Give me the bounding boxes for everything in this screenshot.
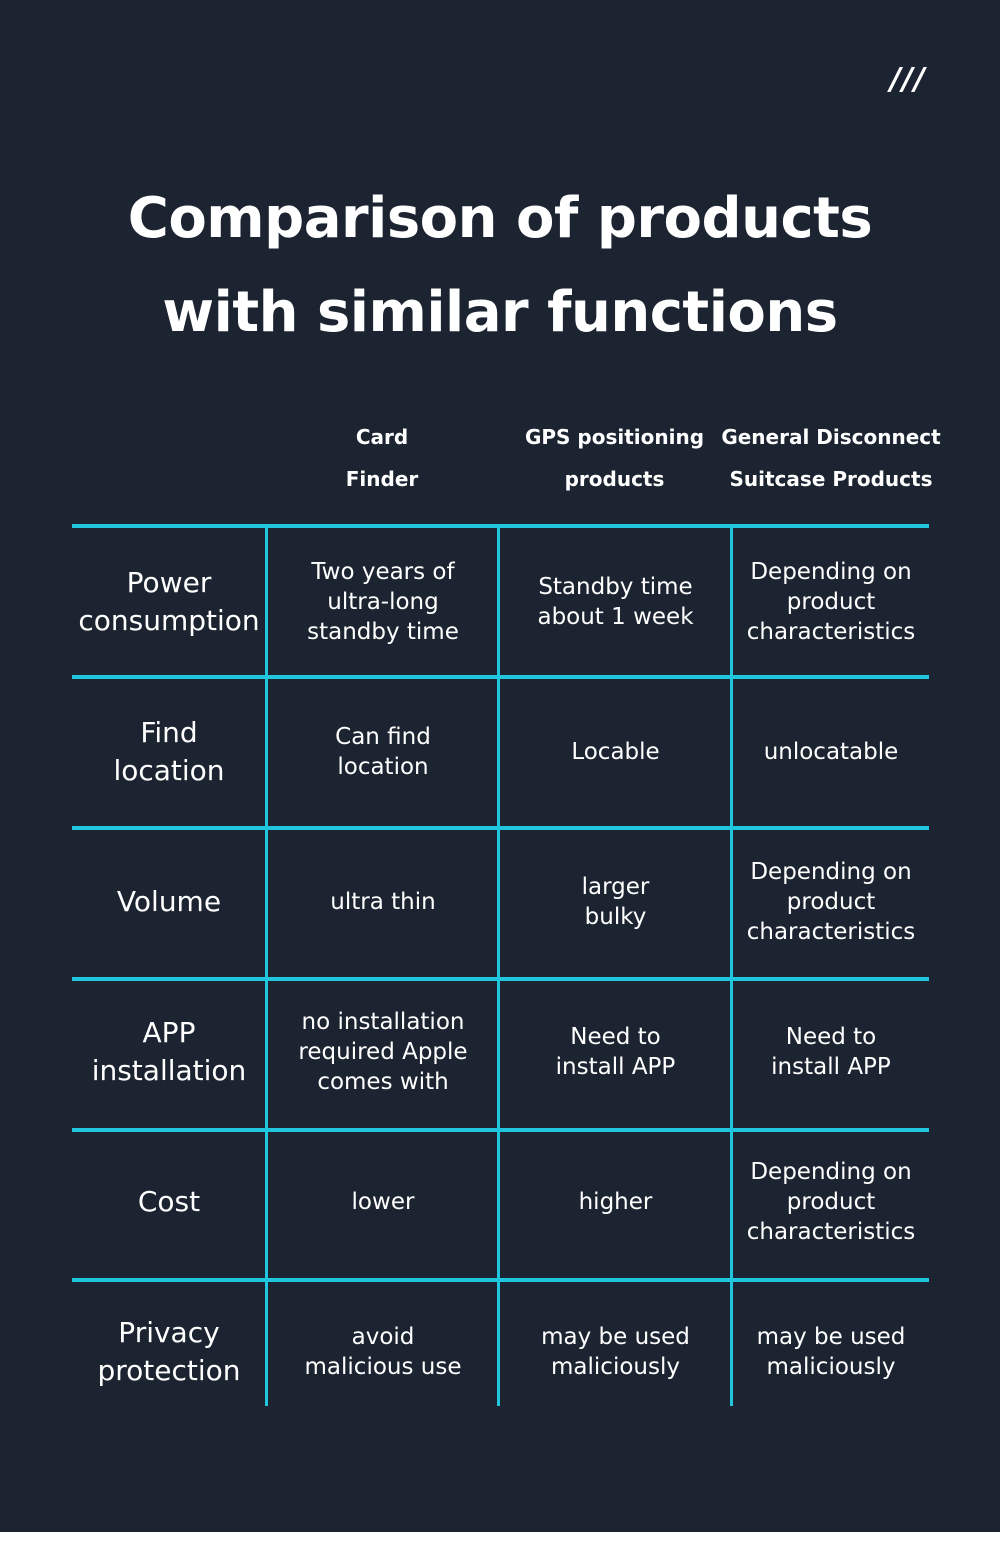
cell-text-line: no installation xyxy=(301,1009,465,1035)
table-cell: no installation required Apple comes with xyxy=(268,978,498,1126)
column-divider xyxy=(497,525,500,1406)
column-header-gps: GPS positioning products xyxy=(498,416,731,500)
cell-text-line: required Apple xyxy=(298,1039,468,1065)
column-header-suitcase: General Disconnect Suitcase Products xyxy=(708,416,954,500)
cell-text-line: characteristics xyxy=(746,919,916,945)
title-line-2: with similar functions xyxy=(162,280,838,345)
column-divider xyxy=(265,525,268,1406)
cell-text-line: Depending on xyxy=(750,559,912,585)
cell-text-line: unlocatable xyxy=(763,739,899,765)
row-divider xyxy=(72,1278,929,1282)
cell-text-line: ultra thin xyxy=(330,889,436,915)
cell-text-line: higher xyxy=(578,1189,653,1215)
column-header-line: products xyxy=(564,467,665,491)
table-cell: Two years of ultra-long standby time xyxy=(268,528,498,676)
table-cell: larger bulky xyxy=(500,828,731,976)
cell-text-line: larger xyxy=(581,874,650,900)
cell-text-line: avoid xyxy=(351,1324,415,1350)
cell-text-line: maliciously xyxy=(766,1354,896,1380)
cell-text-line: may be used xyxy=(756,1324,906,1350)
cell-text-line: Depending on xyxy=(750,1159,912,1185)
cell-text-line: characteristics xyxy=(746,619,916,645)
cell-text-line: Find xyxy=(140,716,198,749)
cell-text-line: install APP xyxy=(555,1054,676,1080)
table-cell: may be used maliciously xyxy=(500,1278,731,1426)
cell-text-line: product xyxy=(786,1189,876,1215)
cell-text-line: standby time xyxy=(307,619,459,645)
column-divider xyxy=(730,525,733,1406)
cell-text-line: comes with xyxy=(317,1069,449,1095)
table-cell: Need to install APP xyxy=(733,978,929,1126)
cell-text-line: may be used xyxy=(541,1324,690,1350)
cell-text-line: bulky xyxy=(584,904,647,930)
row-divider xyxy=(72,977,929,981)
table-cell: unlocatable xyxy=(733,678,929,826)
table-cell: Depending on product characteristics xyxy=(733,528,929,676)
column-header-line: Finder xyxy=(345,467,419,491)
column-header-line: General Disconnect xyxy=(721,425,941,449)
table-cell: avoid malicious use xyxy=(268,1278,498,1426)
cell-text-line: Cost xyxy=(137,1185,201,1218)
table-cell: higher xyxy=(500,1128,731,1276)
slash-decoration: /// xyxy=(890,62,926,97)
cell-text-line: location xyxy=(113,754,225,787)
row-divider xyxy=(72,675,929,679)
cell-text-line: Privacy xyxy=(118,1316,220,1349)
row-label: Privacy protection xyxy=(72,1278,266,1426)
column-header-line: GPS positioning xyxy=(524,425,705,449)
cell-text-line: Volume xyxy=(116,885,222,918)
cell-text-line: maliciously xyxy=(551,1354,680,1380)
cell-text-line: malicious use xyxy=(304,1354,462,1380)
row-divider xyxy=(72,524,929,528)
cell-text-line: Can find xyxy=(335,724,431,750)
cell-text-line: installation xyxy=(91,1054,247,1087)
table-cell: Depending on product characteristics xyxy=(733,828,929,976)
row-label: Volume xyxy=(72,828,266,976)
row-divider xyxy=(72,1128,929,1132)
cell-text-line: APP xyxy=(142,1016,196,1049)
row-label: Find location xyxy=(72,678,266,826)
row-label: APP installation xyxy=(72,978,266,1126)
cell-text-line: Need to xyxy=(570,1024,661,1050)
cell-text-line: location xyxy=(337,754,429,780)
cell-text-line: about 1 week xyxy=(537,604,694,630)
page-title: Comparison of products with similar func… xyxy=(0,172,1000,360)
column-header-card-finder: Card Finder xyxy=(266,416,498,500)
cell-text-line: ultra-long xyxy=(327,589,439,615)
cell-text-line: Locable xyxy=(571,739,660,765)
row-label: Cost xyxy=(72,1128,266,1276)
table-cell: Standby time about 1 week xyxy=(500,528,731,676)
table-cell: may be used maliciously xyxy=(733,1278,929,1426)
row-divider xyxy=(72,826,929,830)
column-header-line: Card xyxy=(355,425,409,449)
table-cell: Need to install APP xyxy=(500,978,731,1126)
row-label: Power consumption xyxy=(72,528,266,676)
cell-text-line: consumption xyxy=(78,604,260,637)
cell-text-line: characteristics xyxy=(746,1219,916,1245)
cell-text-line: Need to xyxy=(785,1024,877,1050)
cell-text-line: protection xyxy=(97,1354,241,1387)
table-cell: Locable xyxy=(500,678,731,826)
cell-text-line: install APP xyxy=(771,1054,891,1080)
cell-text-line: product xyxy=(786,889,876,915)
title-line-1: Comparison of products xyxy=(127,186,873,251)
cell-text-line: Two years of xyxy=(311,559,455,585)
cell-text-line: Power xyxy=(126,566,212,599)
table-cell: lower xyxy=(268,1128,498,1276)
cell-text-line: product xyxy=(786,589,876,615)
table-cell: Depending on product characteristics xyxy=(733,1128,929,1276)
cell-text-line: Standby time xyxy=(538,574,693,600)
cell-text-line: Depending on xyxy=(750,859,912,885)
cell-text-line: lower xyxy=(351,1189,415,1215)
table-cell: ultra thin xyxy=(268,828,498,976)
table-cell: Can find location xyxy=(268,678,498,826)
column-header-line: Suitcase Products xyxy=(729,467,933,491)
